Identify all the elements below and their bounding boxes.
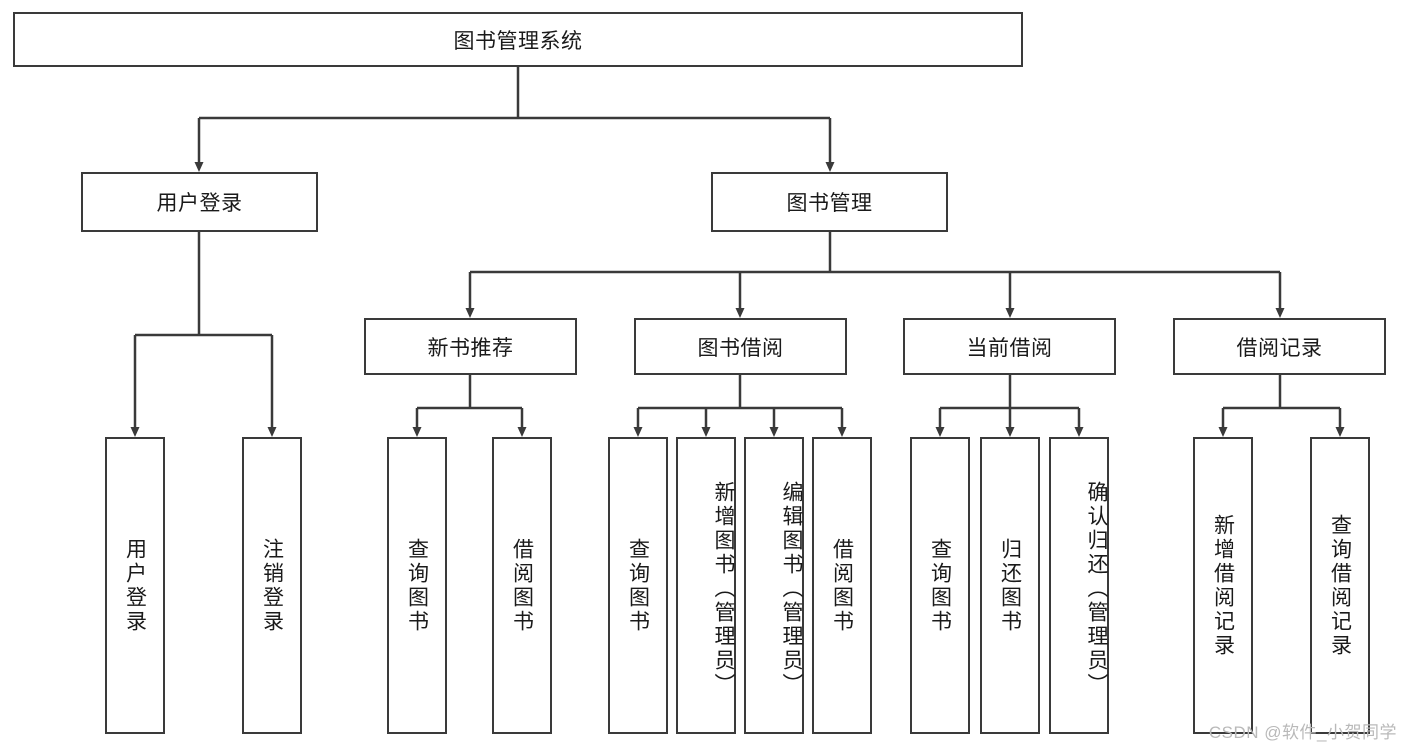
leaf-borrow-query-book[interactable]: 查询图书 — [608, 437, 668, 734]
leaf-new-book-borrow-book[interactable]: 借阅图书 — [492, 437, 552, 734]
node-new-book-recommend[interactable]: 新书推荐 — [364, 318, 577, 375]
node-book-management[interactable]: 图书管理 — [711, 172, 948, 232]
leaf-borrow-edit-book-admin[interactable]: 编辑图书（管理员） — [744, 437, 804, 734]
leaf-user-login-signin[interactable]: 用户登录 — [105, 437, 165, 734]
node-user-login[interactable]: 用户登录 — [81, 172, 318, 232]
leaf-new-book-query-book[interactable]: 查询图书 — [387, 437, 447, 734]
node-book-management-system[interactable]: 图书管理系统 — [13, 12, 1023, 67]
leaf-user-login-signout[interactable]: 注销登录 — [242, 437, 302, 734]
node-book-borrow[interactable]: 图书借阅 — [634, 318, 847, 375]
leaf-current-query-book[interactable]: 查询图书 — [910, 437, 970, 734]
leaf-borrow-borrow-book[interactable]: 借阅图书 — [812, 437, 872, 734]
leaf-borrow-add-book-admin[interactable]: 新增图书（管理员） — [676, 437, 736, 734]
leaf-record-add-borrow-record[interactable]: 新增借阅记录 — [1193, 437, 1253, 734]
leaf-current-return-book[interactable]: 归还图书 — [980, 437, 1040, 734]
leaf-current-confirm-return-admin[interactable]: 确认归还（管理员） — [1049, 437, 1109, 734]
leaf-record-query-borrow-record[interactable]: 查询借阅记录 — [1310, 437, 1370, 734]
node-current-borrow[interactable]: 当前借阅 — [903, 318, 1116, 375]
node-borrow-record[interactable]: 借阅记录 — [1173, 318, 1386, 375]
